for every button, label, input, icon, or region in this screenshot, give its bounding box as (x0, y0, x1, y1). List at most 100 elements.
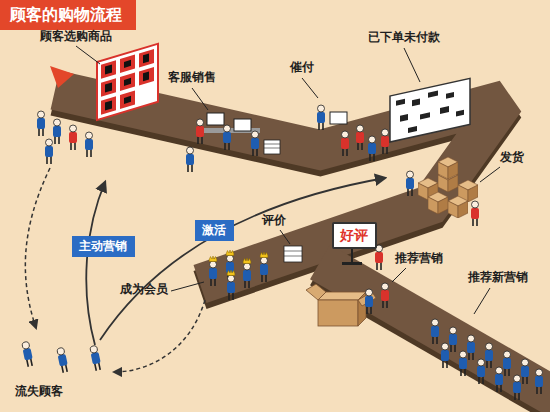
customer (375, 245, 383, 270)
leader-line (192, 88, 208, 110)
customer (485, 343, 493, 368)
paper-line (284, 256, 302, 257)
product-icon (101, 96, 116, 115)
product-icon (120, 91, 135, 110)
paper-line (264, 148, 280, 149)
callout-label: 已下单未付款 (368, 30, 440, 45)
leader-line (480, 167, 500, 182)
dashed-arrow (114, 300, 205, 372)
product-glyph (124, 60, 131, 68)
customer (441, 343, 449, 368)
customer (495, 367, 503, 392)
member (227, 270, 235, 300)
node-text: 主动营销 (79, 239, 128, 254)
customer (341, 131, 349, 156)
product-board (97, 44, 158, 120)
start-flag (50, 66, 74, 88)
leader-line (302, 78, 318, 98)
staff (406, 171, 414, 196)
customer (368, 136, 376, 161)
product-icon (120, 73, 135, 92)
customer (459, 351, 467, 376)
customer (53, 119, 61, 144)
order-item (440, 106, 449, 114)
callout-label: 催付 (290, 60, 314, 75)
product-glyph (124, 78, 131, 86)
product-glyph (105, 101, 112, 111)
node-text: 激活 (202, 223, 227, 238)
lost-customer (56, 347, 69, 373)
order-item (456, 110, 464, 117)
customer (69, 125, 77, 150)
product-glyph (124, 96, 131, 104)
marketing-tag: 主动营销 (72, 236, 135, 257)
leader-line (392, 268, 406, 282)
node-text: 好评 (340, 227, 369, 244)
customer (521, 359, 529, 384)
lost-customer (89, 345, 102, 371)
customer (45, 139, 53, 164)
order-item (396, 99, 405, 106)
floor (320, 262, 550, 400)
product-glyph (105, 65, 112, 75)
dashed-arrow (25, 168, 50, 328)
callout-label: 推荐营销 (395, 251, 443, 266)
product-icon (139, 67, 154, 86)
order-item (400, 114, 408, 122)
review-sign: 好评 (332, 222, 377, 249)
order-item (428, 90, 438, 97)
screen-base (342, 262, 362, 265)
title-banner: 顾客的购物流程 (0, 0, 136, 30)
lost-customer (21, 341, 34, 367)
paper (284, 246, 302, 262)
customer (85, 132, 93, 157)
order-item (420, 112, 430, 119)
product-glyph (143, 71, 149, 81)
parcel-box (448, 196, 468, 218)
marketing-arrow (86, 182, 105, 345)
floor-path (55, 90, 550, 406)
order-board (390, 78, 470, 142)
leader-line (76, 46, 100, 64)
activation-arrow (100, 178, 385, 340)
parcel-box (428, 192, 448, 214)
product-icon (139, 49, 154, 68)
paper-stack (284, 246, 302, 262)
customer (356, 125, 364, 150)
customer (503, 351, 511, 376)
paper-line (264, 144, 280, 145)
box-flap (306, 284, 326, 300)
callout-label: 成为会员 (120, 282, 168, 297)
screen-stand (351, 248, 353, 262)
customer (431, 319, 439, 344)
customer (37, 111, 45, 136)
customer (186, 147, 194, 172)
order-item (412, 98, 420, 106)
staff (365, 289, 373, 314)
product-icon (101, 60, 116, 79)
customer (535, 369, 543, 394)
staff (223, 125, 231, 150)
member (260, 252, 268, 282)
board (390, 78, 470, 142)
staff (381, 283, 389, 308)
paper-line (284, 251, 302, 252)
callout-label: 推荐新营销 (468, 270, 528, 285)
monitor (234, 119, 251, 131)
product-glyph (143, 53, 149, 63)
customer (449, 327, 457, 352)
leader-line (171, 282, 204, 291)
leader-line (474, 288, 490, 314)
member (243, 258, 251, 288)
open-box (306, 284, 376, 326)
product-glyph (105, 83, 112, 93)
product-icon (101, 78, 116, 97)
paper-stack (264, 140, 280, 154)
callout-label: 发货 (500, 150, 524, 165)
board (97, 44, 158, 120)
staff (471, 201, 479, 226)
member (209, 256, 217, 286)
callout-label: 顾客选购商品 (40, 29, 112, 44)
